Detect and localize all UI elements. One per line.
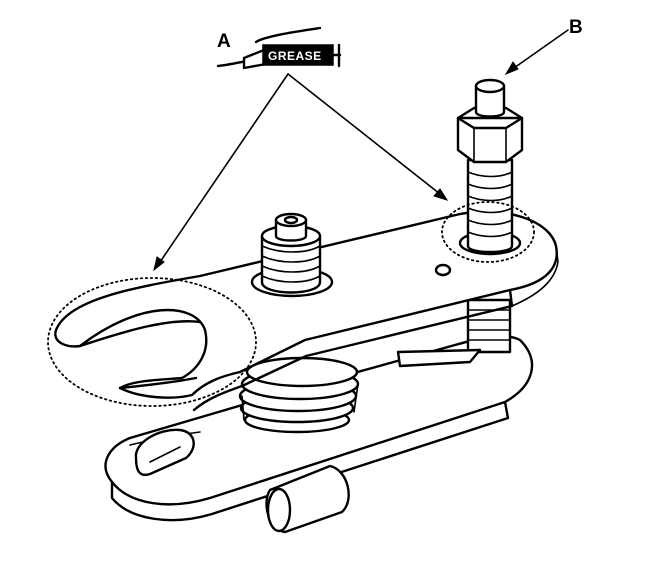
spring-coil (238, 356, 360, 434)
grease-area-fork (47, 277, 257, 407)
upper-arm-small-hole (434, 263, 452, 277)
callout-a: A (217, 31, 231, 52)
grease-tag-label: GREASE (268, 49, 322, 63)
pressure-screw (456, 78, 524, 256)
callout-b: B (569, 17, 583, 38)
grease-tube-icon: GREASE (216, 26, 342, 70)
lower-arm-slot (134, 428, 195, 477)
leader-lines (153, 29, 569, 272)
ball-stud (250, 212, 334, 298)
cross-pin (265, 464, 350, 534)
grease-area-screw (441, 201, 535, 263)
